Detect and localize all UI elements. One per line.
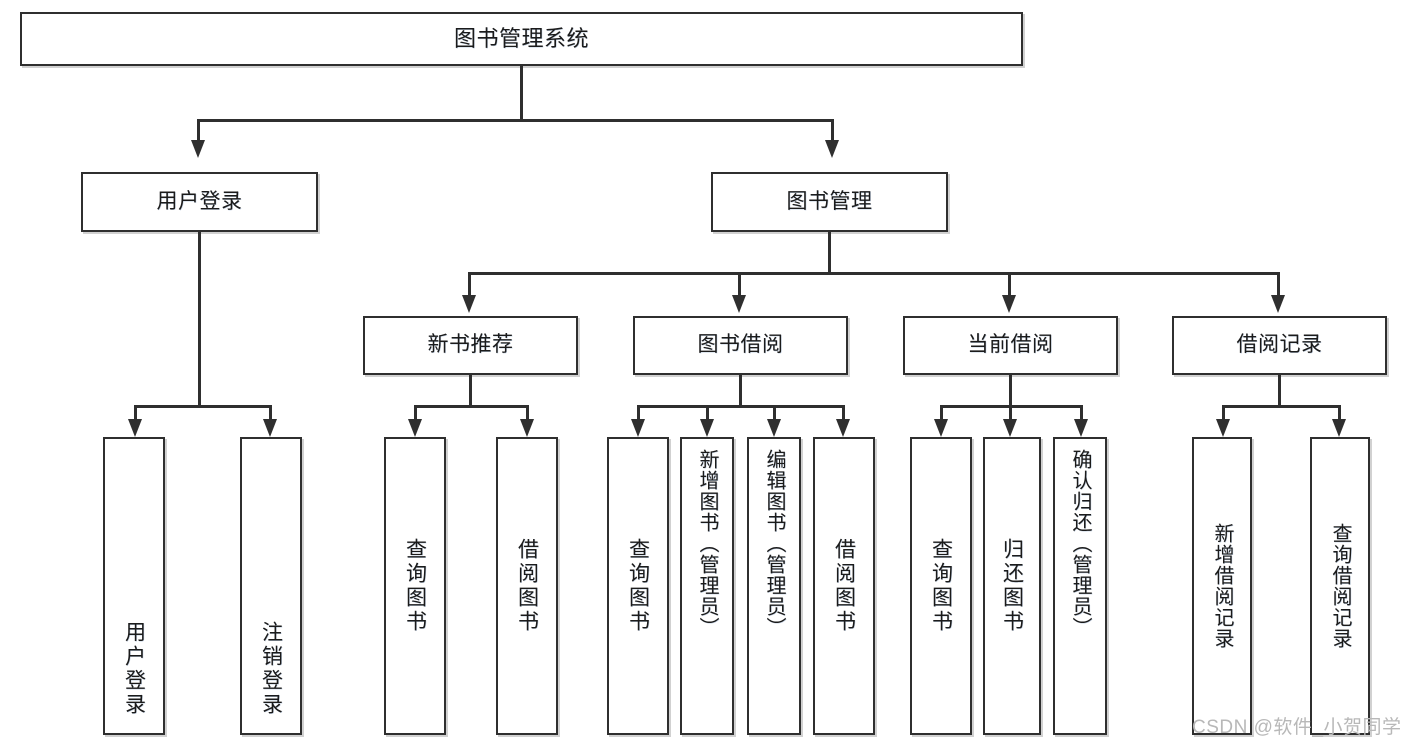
node-current-borrow-label: 当前借阅 [967,333,1054,357]
connector-to-current-borrow [1008,272,1011,297]
connector-book-borrow-drop-4 [842,405,845,421]
connector-current-borrow-drop-1 [940,405,943,421]
arrow-to-user-login [191,140,205,158]
arrow-to-leaf-query-book-2 [631,419,645,437]
connector-current-borrow-drop-2 [1009,405,1012,421]
node-root-label: 图书管理系统 [453,26,589,52]
connector-to-borrow-record [1277,272,1280,297]
arrow-to-leaf-query-record [1332,419,1346,437]
connector-borrow-record-stem [1278,375,1281,405]
connector-to-book-borrow [738,272,741,297]
node-book-manage-label: 图书管理 [786,189,873,213]
connector-book-borrow-drop-2 [706,405,709,421]
connector-borrow-record-drop-1 [1222,405,1225,421]
node-root[interactable]: 图书管理系统 [20,12,1023,66]
arrow-to-leaf-add-book [700,419,714,437]
arrow-to-leaf-borrow-book-1 [520,419,534,437]
leaf-logout-login[interactable]: 注销登录 [240,437,302,735]
connector-to-new-book-rec [468,272,471,297]
connector-book-manage-stem [828,232,831,272]
leaf-query-book-2-label: 查询图书 [626,538,650,634]
leaf-borrow-book-1[interactable]: 借阅图书 [496,437,558,735]
arrow-to-leaf-edit-book [767,419,781,437]
leaf-return-book-label: 归还图书 [1000,538,1024,634]
leaf-edit-book[interactable]: 编辑图书（管理员） [747,437,801,735]
connector-current-borrow-drop-3 [1080,405,1083,421]
leaf-borrow-book-1-label: 借阅图书 [515,538,539,634]
node-book-borrow[interactable]: 图书借阅 [633,316,848,375]
node-book-borrow-label: 图书借阅 [697,333,784,357]
connector-current-borrow-stem [1009,375,1012,405]
arrow-to-new-book-rec [462,295,476,313]
arrow-to-leaf-user-login [128,419,142,437]
connector-borrow-record-drop-2 [1338,405,1341,421]
arrow-to-leaf-query-book-1 [408,419,422,437]
connector-book-borrow-stem [739,375,742,405]
leaf-confirm-return[interactable]: 确认归还（管理员） [1053,437,1107,735]
arrow-to-leaf-return-book [1003,419,1017,437]
connector-borrow-record-bus [1222,405,1340,408]
arrow-to-leaf-confirm-return [1074,419,1088,437]
leaf-add-book-label: 新增图书（管理员） [696,449,718,638]
leaf-query-book-3[interactable]: 查询图书 [910,437,972,735]
arrow-to-book-manage [825,140,839,158]
leaf-query-book-2[interactable]: 查询图书 [607,437,669,735]
connector-book-borrow-bus [637,405,844,408]
node-borrow-record-label: 借阅记录 [1236,333,1323,357]
node-user-login[interactable]: 用户登录 [81,172,318,232]
leaf-edit-book-label: 编辑图书（管理员） [763,449,785,638]
arrow-to-book-borrow [732,295,746,313]
leaf-add-book[interactable]: 新增图书（管理员） [680,437,734,735]
arrow-to-leaf-query-book-3 [934,419,948,437]
node-borrow-record[interactable]: 借阅记录 [1172,316,1387,375]
connector-user-login-stem [198,232,201,405]
arrow-to-leaf-borrow-book-2 [836,419,850,437]
leaf-query-record[interactable]: 查询借阅记录 [1310,437,1370,735]
connector-book-borrow-drop-1 [637,405,640,421]
leaf-add-record[interactable]: 新增借阅记录 [1192,437,1252,735]
connector-root-bus [197,119,833,122]
connector-user-login-bus [134,405,271,408]
watermark-text: CSDN @软件_小贺同学 [1192,717,1402,738]
node-user-login-label: 用户登录 [156,189,243,213]
connector-root-stem [520,66,523,119]
leaf-query-book-3-label: 查询图书 [929,538,953,634]
leaf-logout-login-label: 注销登录 [259,621,283,717]
connector-root-to-book-manage [831,119,834,142]
connector-new-book-rec-drop-2 [526,405,529,421]
connector-book-manage-bus [468,272,1279,275]
connector-root-to-user-login [197,119,200,142]
node-new-book-rec-label: 新书推荐 [427,333,514,357]
connector-user-login-drop-1 [134,405,137,421]
node-new-book-rec[interactable]: 新书推荐 [363,316,578,375]
arrow-to-borrow-record [1271,295,1285,313]
leaf-user-login[interactable]: 用户登录 [103,437,165,735]
leaf-add-record-label: 新增借阅记录 [1211,523,1233,649]
connector-new-book-rec-stem [469,375,472,405]
connector-new-book-rec-bus [414,405,528,408]
leaf-return-book[interactable]: 归还图书 [983,437,1041,735]
arrow-to-leaf-add-record [1216,419,1230,437]
connector-new-book-rec-drop-1 [414,405,417,421]
connector-book-borrow-drop-3 [773,405,776,421]
node-book-manage[interactable]: 图书管理 [711,172,948,232]
leaf-borrow-book-2-label: 借阅图书 [832,538,856,634]
leaf-user-login-label: 用户登录 [122,621,146,717]
leaf-confirm-return-label: 确认归还（管理员） [1069,449,1091,638]
leaf-borrow-book-2[interactable]: 借阅图书 [813,437,875,735]
connector-user-login-drop-2 [269,405,272,421]
node-current-borrow[interactable]: 当前借阅 [903,316,1118,375]
arrow-to-leaf-logout-login [263,419,277,437]
leaf-query-book-1[interactable]: 查询图书 [384,437,446,735]
arrow-to-current-borrow [1002,295,1016,313]
leaf-query-record-label: 查询借阅记录 [1329,523,1351,649]
leaf-query-book-1-label: 查询图书 [403,538,427,634]
